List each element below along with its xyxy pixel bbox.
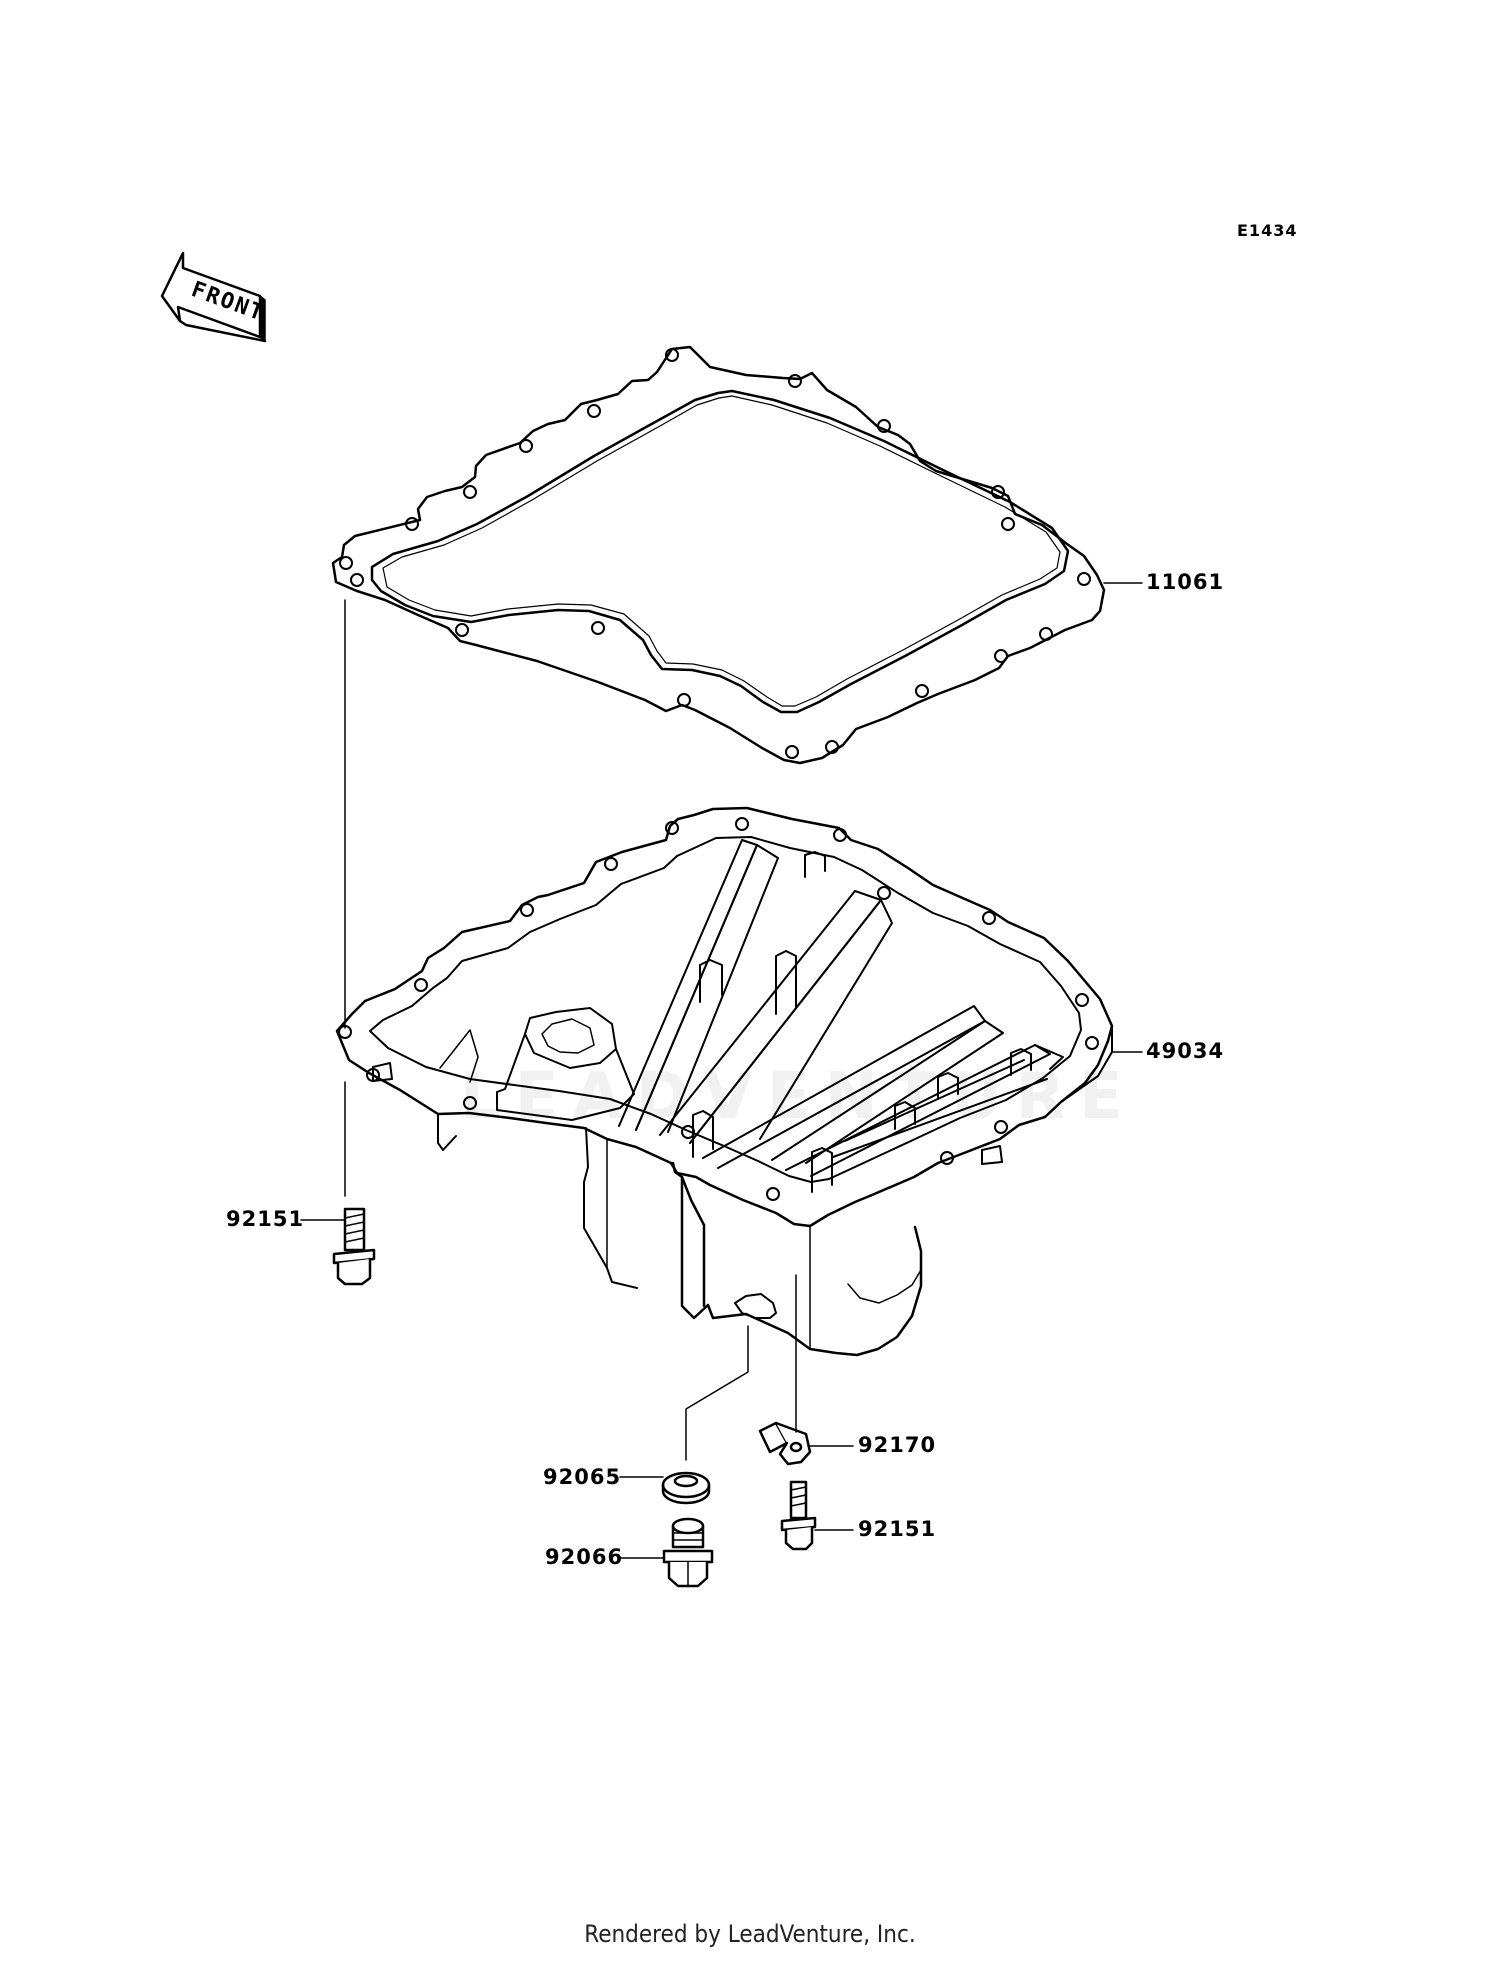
leader-lines (300, 582, 1143, 1559)
part-label-right-bolt[interactable]: 92151 (858, 1517, 937, 1541)
oil-pan[interactable] (335, 806, 1114, 1357)
part-label-drain-plug[interactable]: 92066 (545, 1545, 624, 1569)
hose-clamp[interactable] (758, 1421, 812, 1466)
part-label-washer[interactable]: 92065 (543, 1465, 622, 1489)
left-flange-bolt[interactable] (332, 1207, 376, 1286)
part-label-clamp[interactable]: 92170 (858, 1433, 937, 1457)
part-label-left-bolt[interactable]: 92151 (226, 1207, 305, 1231)
part-label-gasket[interactable]: 11061 (1146, 570, 1225, 594)
part-label-oil-pan[interactable]: 49034 (1146, 1039, 1225, 1063)
diagram-code: E1434 (1237, 221, 1298, 240)
drain-plug[interactable] (662, 1517, 714, 1588)
drain-plug-washer[interactable] (661, 1471, 711, 1505)
front-arrow-icon: FRONT (160, 251, 268, 343)
right-clamp-bolt[interactable] (780, 1480, 817, 1551)
oil-pan-gasket[interactable] (331, 345, 1106, 765)
footer-credit: Rendered by LeadVenture, Inc. (584, 1920, 916, 1948)
watermark: LEADVENTURE (460, 1060, 1137, 1134)
